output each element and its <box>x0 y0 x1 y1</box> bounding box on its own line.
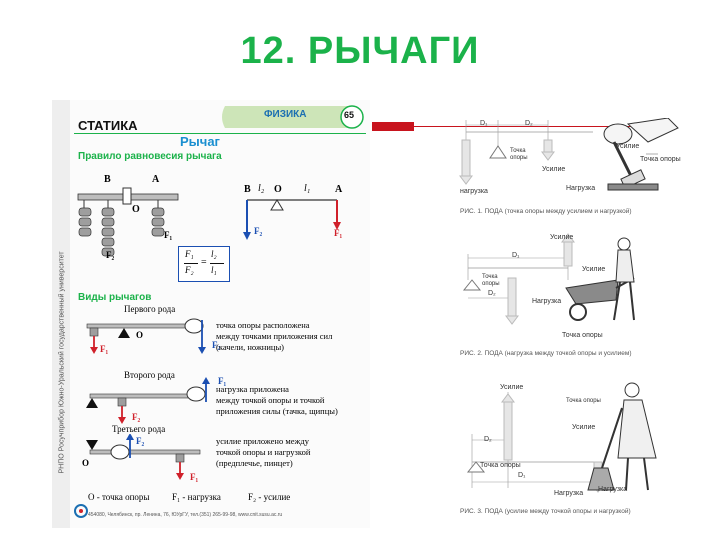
fig1-load-left: нагрузка <box>460 188 488 195</box>
fig3-load-right: Нагрузка <box>598 486 628 493</box>
third-kind-desc-3: (предплечье, пинцет) <box>216 458 293 468</box>
diagram-label-l2: l₂ <box>258 183 265 194</box>
diagram-label-o: O <box>274 184 282 195</box>
fig3-effort: Усилие <box>500 384 524 391</box>
fig2-fulcrum-right: Точка опоры <box>562 332 603 339</box>
third-kind-f2: F₂ <box>136 436 145 446</box>
poster-page-number: 65 <box>344 110 355 120</box>
poster-subject: Рычаг <box>180 134 220 149</box>
second-kind-desc-2: между точкой опоры и точкой <box>216 395 325 405</box>
fig3-caption: РИС. 3. ПОДА (усилие между точкой опоры … <box>460 508 631 515</box>
balance-label-b: B <box>104 174 111 185</box>
publisher-logo <box>74 504 88 518</box>
red-accent-bar <box>372 122 414 131</box>
sidebar-text: РНПО Росучприбор Южно-Уральский государс… <box>58 251 66 474</box>
second-kind-label: Второго рода <box>124 370 175 380</box>
fig1-load: Нагрузка <box>566 185 596 192</box>
fig2-effort-right: Усилие <box>582 266 606 273</box>
fig2-d2: D₂ <box>488 290 496 297</box>
formula-rhs-den: l₁ <box>211 265 217 275</box>
first-kind-label: Первого рода <box>124 304 176 314</box>
header-rule <box>74 133 366 134</box>
third-kind-f1: F₁ <box>190 472 199 482</box>
formula-eq: = <box>201 257 207 268</box>
poster-sidebar: РНПО Росучприбор Южно-Уральский государс… <box>52 100 70 528</box>
balance-label-a: A <box>152 174 160 185</box>
first-kind-desc-3: (качели, ножницы) <box>216 342 284 352</box>
first-kind-desc: точка опоры расположена между точками пр… <box>216 320 332 353</box>
header-badge-shape <box>222 105 364 129</box>
red-accent-line <box>414 126 674 127</box>
fig3-d1: D₁ <box>518 472 526 479</box>
types-heading: Виды рычагов <box>78 292 152 303</box>
fig2-fulcrum: Точка опоры <box>482 274 500 287</box>
first-kind-diagram <box>86 318 206 354</box>
balance-label-o: O <box>132 204 140 215</box>
poster-header-badge: ФИЗИКА <box>264 109 307 120</box>
third-kind-desc-1: усилие приложено между <box>216 436 309 446</box>
fig3-d2: D₂ <box>484 436 492 443</box>
fig1-fulcrum: Точка опоры <box>510 148 528 161</box>
fig2-caption: РИС. 2. ПОДА (нагрузка между точкой опор… <box>460 350 632 357</box>
fig2-load: Нагрузка <box>532 298 562 305</box>
fig2-effort: Усилие <box>550 234 574 241</box>
diagram-label-f1: F₁ <box>334 228 343 238</box>
figure-3-drawing <box>466 382 657 493</box>
fig3-load: Нагрузка <box>554 490 584 497</box>
equilibrium-formula: F₁ F₂ = l₂ l₁ <box>178 246 230 282</box>
first-kind-desc-2: между точками приложения сил <box>216 331 333 341</box>
formula-lhs-num: F₁ <box>185 249 194 259</box>
diagram-label-f2: F₂ <box>254 226 263 236</box>
fig3-fulcrum: Точка опоры <box>480 462 521 469</box>
diagram-label-l1: l₁ <box>304 183 311 194</box>
legend-effort: F₂ - усилие <box>248 492 291 502</box>
physics-poster: РНПО Росучприбор Южно-Уральский государс… <box>52 100 370 528</box>
diagram-label-a: A <box>335 184 343 195</box>
fig1-caption: РИС. 1. ПОДА (точка опоры между усилием … <box>460 208 632 215</box>
diagram-label-b: B <box>244 184 251 195</box>
balance-diagram <box>77 187 179 257</box>
third-kind-o: O <box>82 458 90 468</box>
fig1-effort: Усилие <box>542 166 566 173</box>
first-kind-o: O <box>136 330 144 340</box>
poster-header-statics: СТАТИКА <box>78 118 138 133</box>
second-kind-diagram <box>86 377 210 424</box>
first-kind-desc-1: точка опоры расположена <box>216 320 310 330</box>
fig3-effort-right: Усилие <box>572 424 596 431</box>
rule-heading: Правило равновесия рычага <box>78 151 222 162</box>
first-kind-f1: F₁ <box>100 344 109 354</box>
formula-lhs-den: F₂ <box>185 265 194 275</box>
third-kind-diagram <box>86 434 201 480</box>
fig3-fulcrum-right: Точка опоры <box>566 398 601 404</box>
third-kind-desc-2: точкой опоры и нагрузкой <box>216 447 311 457</box>
balance-label-f1: F₁ <box>164 230 173 240</box>
figure-1-drawing <box>459 118 679 191</box>
second-kind-desc-1: нагрузка приложена <box>216 384 289 394</box>
poster-footer: 454080, Челябинск, пр. Ленина, 76, ЮУрГУ… <box>88 512 283 518</box>
balance-label-f2: F₂ <box>106 250 115 260</box>
fig1-fulcrum-right: Точка опоры <box>640 156 681 163</box>
fig2-d1: D₁ <box>512 252 520 259</box>
third-kind-label: Третьего рода <box>112 424 166 434</box>
second-kind-desc: нагрузка приложена между точкой опоры и … <box>216 384 338 417</box>
legend-fulcrum: O - точка опоры <box>88 492 150 502</box>
second-kind-f2: F₂ <box>132 412 141 422</box>
lever-force-diagram <box>243 199 341 240</box>
second-kind-f1: F₁ <box>218 376 227 386</box>
fig1-effort-right: Усилие <box>616 143 640 150</box>
figure-2-drawing <box>462 233 635 325</box>
third-kind-desc: усилие приложено между точкой опоры и на… <box>216 436 310 469</box>
slide-title: 12. РЫЧАГИ <box>240 30 480 72</box>
first-kind-f2: F₂ <box>212 340 221 350</box>
fig1-d1: D₁ <box>480 120 488 127</box>
formula-rhs-num: l₂ <box>211 249 217 259</box>
legend-load: F₁ - нагрузка <box>172 492 221 502</box>
fig1-d2: D₂ <box>525 120 533 127</box>
second-kind-desc-3: приложения силы (тачка, щипцы) <box>216 406 338 416</box>
